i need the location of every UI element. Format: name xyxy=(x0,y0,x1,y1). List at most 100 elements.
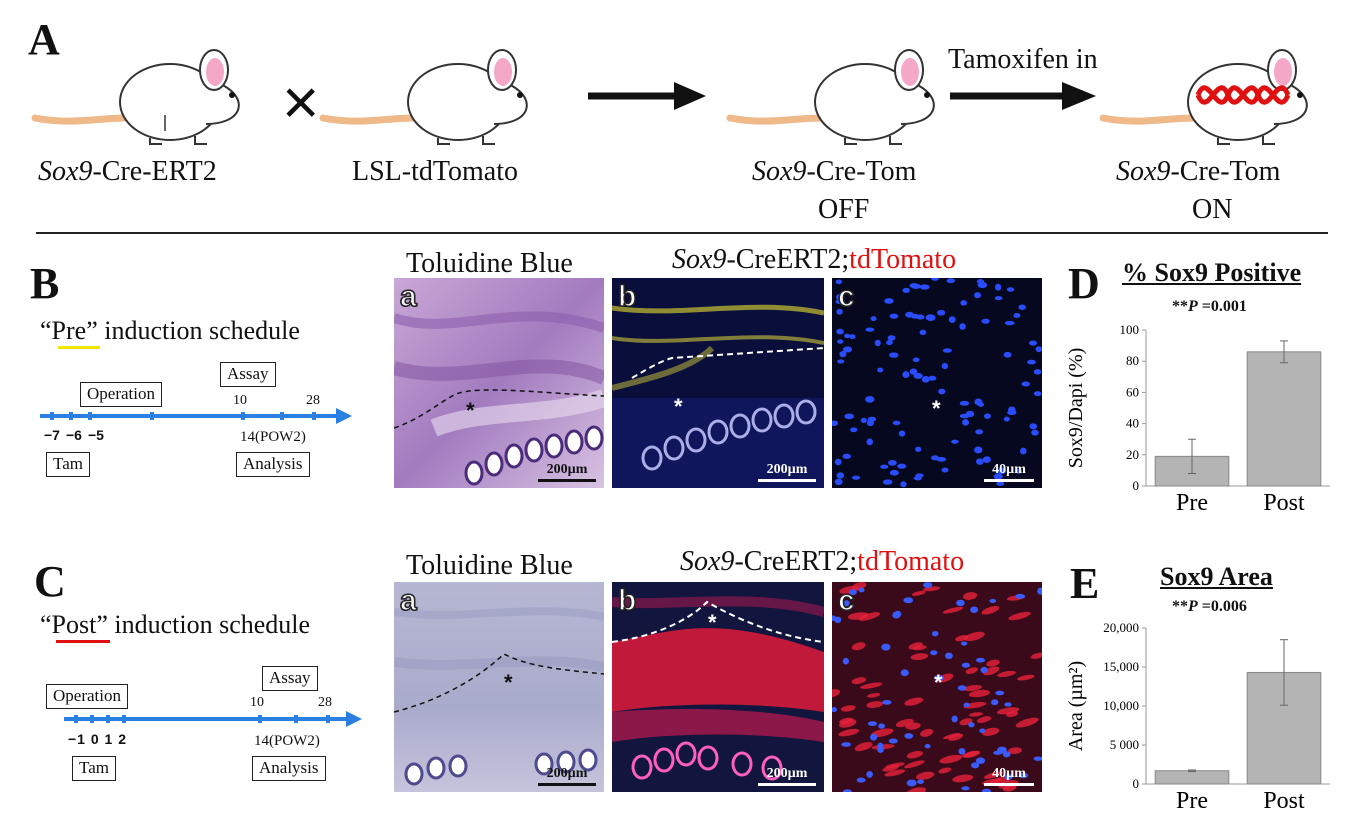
nucleus-mark xyxy=(975,657,986,663)
nucleus-mark xyxy=(836,328,844,335)
c-c-star: * xyxy=(934,670,943,695)
tissue-mark xyxy=(885,762,905,769)
b-b-micrograph: b * 200µm xyxy=(612,278,824,488)
tissue-mark xyxy=(884,769,906,777)
nucleus-mark xyxy=(877,367,884,373)
nucleus-mark xyxy=(1007,410,1017,416)
c-a-letter: a xyxy=(399,583,417,618)
b-c-scalebar: 40µm xyxy=(984,462,1034,482)
tissue-mark xyxy=(965,667,978,675)
tissue-mark xyxy=(851,677,867,685)
c-a-star: * xyxy=(504,670,513,695)
tissue-mark xyxy=(997,670,1016,678)
nucleus-mark xyxy=(909,283,919,289)
tissue-mark xyxy=(838,728,860,737)
x-tick-label: Post xyxy=(1263,490,1305,516)
panel-a-label: A xyxy=(28,15,60,64)
nucleus-mark xyxy=(897,463,907,469)
pre-schedule-title: “Pre” induction schedule xyxy=(40,316,300,345)
nucleus-mark xyxy=(832,420,839,426)
arrow-right-icon xyxy=(588,82,706,110)
nucleus-mark xyxy=(977,281,988,289)
nucleus-mark xyxy=(1013,313,1021,319)
cross-symbol: × xyxy=(282,66,320,138)
tissue-mark xyxy=(859,682,883,689)
nucleus-mark xyxy=(960,300,967,306)
nucleus-mark xyxy=(961,662,971,668)
nucleus-mark xyxy=(1015,593,1026,599)
tamoxifen-label: Tamoxifen in xyxy=(948,44,1098,75)
y-tick-label: 0 xyxy=(1133,478,1140,493)
tissue-mark xyxy=(904,697,924,706)
nucleus-mark xyxy=(996,481,1005,486)
nucleus-mark xyxy=(909,368,918,375)
tissue-mark xyxy=(942,606,964,614)
tissue-mark xyxy=(986,659,1000,667)
tissue-mark xyxy=(963,684,982,692)
tissue-mark xyxy=(847,612,869,620)
nucleus-mark xyxy=(919,284,930,290)
post-tick-14: 14(POW2) xyxy=(254,733,320,749)
nucleus-mark xyxy=(1003,416,1010,422)
nucleus-mark xyxy=(903,597,914,604)
tissue-mark xyxy=(968,712,983,717)
nucleus-mark xyxy=(1002,751,1011,758)
y-tick-label: 20,000 xyxy=(1103,620,1139,635)
tissue-mark xyxy=(939,754,963,764)
nucleus-mark xyxy=(1035,346,1042,353)
tissue-mark xyxy=(1008,747,1023,755)
tissue-mark xyxy=(920,728,934,737)
tissue-mark xyxy=(858,612,881,621)
panel-d-label: D xyxy=(1068,259,1100,308)
c-c-micrograph: c * 40µm xyxy=(832,582,1042,792)
nucleus-mark xyxy=(1004,702,1012,707)
c-b-letter: b xyxy=(617,583,637,618)
nucleus-mark xyxy=(1003,351,1012,358)
bar-pre xyxy=(1154,770,1230,785)
e-stat: **P =0.006 xyxy=(1172,598,1247,615)
pre-tick-28: 28 xyxy=(306,393,320,408)
mouse2-label: LSL-tdTomato xyxy=(352,156,519,187)
nucleus-mark xyxy=(974,292,981,299)
mouse3-label: Sox9-Cre-Tom xyxy=(752,156,917,187)
nucleus-mark xyxy=(898,430,906,437)
nucleus-mark xyxy=(834,616,842,624)
nucleus-mark xyxy=(959,413,970,419)
c-sox9-title: Sox9-CreERT2;tdTomato xyxy=(680,546,965,577)
nucleus-mark xyxy=(877,742,884,750)
y-tick-label: 80 xyxy=(1126,353,1139,368)
nucleus-mark xyxy=(981,788,992,792)
nucleus-mark xyxy=(858,587,865,593)
nucleus-mark xyxy=(834,478,843,486)
nucleus-mark xyxy=(934,674,944,681)
nucleus-mark xyxy=(931,278,939,281)
tissue-mark xyxy=(983,771,1003,779)
b-c-letter: c xyxy=(837,279,855,314)
nucleus-mark xyxy=(960,641,968,646)
tissue-mark xyxy=(910,653,929,660)
post-tam-box: Tam xyxy=(72,756,116,781)
tissue-mark xyxy=(981,606,1000,615)
nucleus-mark xyxy=(1037,587,1042,595)
nucleus-mark xyxy=(1021,381,1030,387)
b-b-letter: b xyxy=(617,279,637,314)
c-b-scalebar: 200µm xyxy=(758,766,816,786)
nucleus-mark xyxy=(886,340,893,346)
y-tick-label: 60 xyxy=(1126,384,1139,399)
pre-tick-minus6: −6 xyxy=(66,427,82,443)
nucleus-mark xyxy=(958,748,966,755)
nucleus-mark xyxy=(980,666,988,674)
tissue-mark xyxy=(948,733,964,741)
nucleus-mark xyxy=(844,413,855,420)
d-stat: **P =0.001 xyxy=(1172,298,1247,315)
tissue-mark xyxy=(867,693,881,698)
nucleus-mark xyxy=(928,375,937,381)
nucleus-mark xyxy=(995,690,1005,696)
x-tick-label: Pre xyxy=(1176,490,1208,516)
nucleus-mark xyxy=(880,464,889,469)
nucleus-mark xyxy=(848,589,857,596)
y-tick-label: 15,000 xyxy=(1103,659,1139,674)
tissue-mark xyxy=(839,719,857,728)
nucleus-mark xyxy=(924,744,931,749)
